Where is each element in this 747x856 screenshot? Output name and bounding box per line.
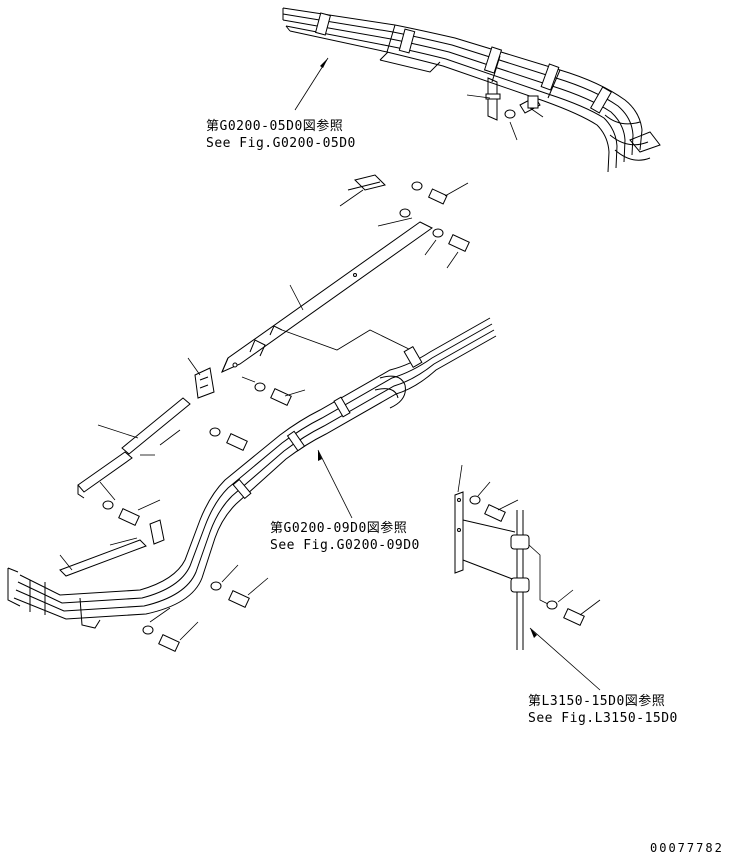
arrow-head-lower	[318, 450, 322, 461]
ref-jp-right: 第L3150-15D0図参照	[528, 693, 665, 709]
long-bracket	[221, 174, 433, 373]
bracket-connection-lines	[281, 329, 416, 353]
lower-bolts-left	[102, 382, 292, 652]
small-brackets-left	[59, 367, 215, 577]
drawing-code: 00077782	[650, 841, 724, 855]
arrow-head-right	[530, 628, 537, 638]
vertical-bracket-right	[454, 464, 601, 650]
ref-en-lower: See Fig.G0200-09D0	[270, 538, 420, 553]
reference-leader-right	[529, 627, 601, 691]
ref-en-right: See Fig.L3150-15D0	[528, 711, 678, 726]
arrow-head-upper	[320, 58, 328, 68]
ref-jp-upper: 第G0200-05D0図参照	[206, 118, 343, 134]
lower-harness-bundle	[7, 317, 497, 629]
leader-lines-left	[59, 357, 306, 641]
bracket-bolts-middle	[289, 181, 470, 311]
ref-jp-lower: 第G0200-09D0図参照	[270, 520, 407, 536]
ref-en-upper: See Fig.G0200-05D0	[206, 136, 356, 151]
upper-clamp-hardware	[466, 77, 544, 141]
upper-harness-bundle	[282, 7, 661, 173]
reference-leader-lower	[317, 449, 353, 519]
